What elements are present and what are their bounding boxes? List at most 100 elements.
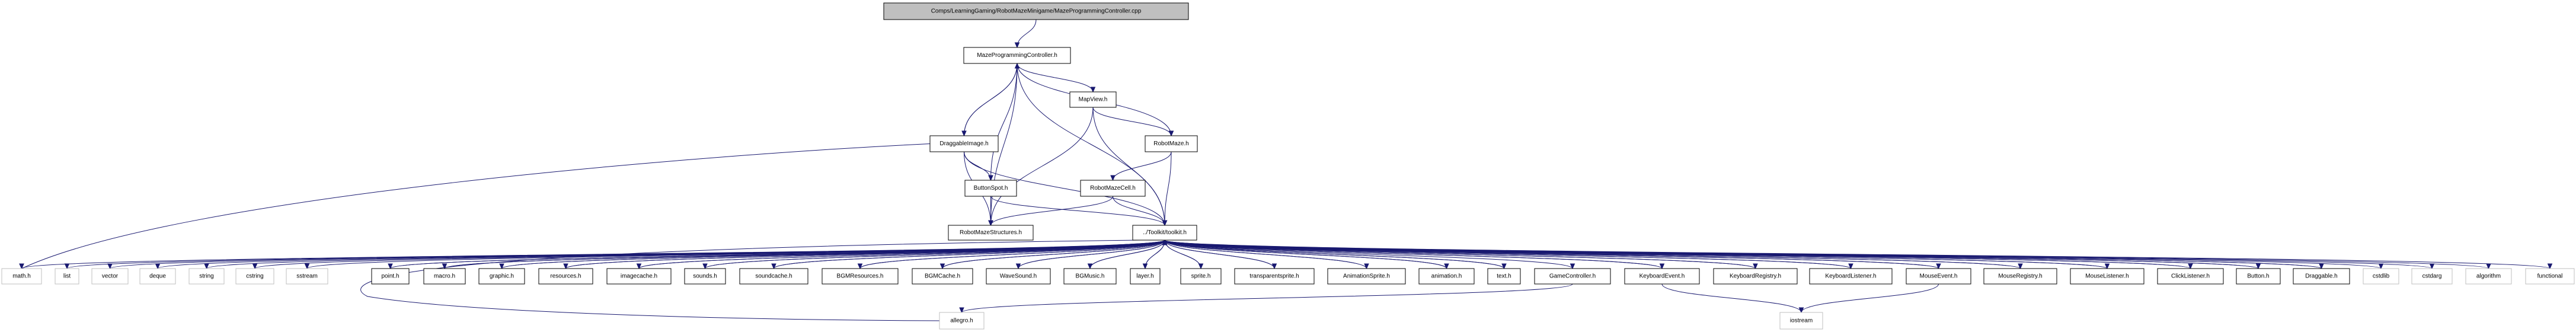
node-bgmcache[interactable]: BGMCache.h bbox=[912, 268, 973, 285]
node-box[interactable] bbox=[1713, 268, 1798, 285]
node-rmcell[interactable]: RobotMazeCell.h bbox=[1080, 180, 1146, 197]
node-cstdarg[interactable]: cstdarg bbox=[2411, 268, 2453, 285]
node-mouselist[interactable]: MouseListener.h bbox=[2070, 268, 2144, 285]
node-box[interactable] bbox=[55, 268, 79, 285]
node-wavesound[interactable]: WaveSound.h bbox=[986, 268, 1051, 285]
node-box[interactable] bbox=[2363, 268, 2399, 285]
node-robotmaze[interactable]: RobotMaze.h bbox=[1145, 135, 1198, 152]
node-macro[interactable]: macro.h bbox=[423, 268, 466, 285]
node-draggable[interactable]: Draggable.h bbox=[2293, 268, 2350, 285]
node-box[interactable] bbox=[91, 268, 129, 285]
node-box[interactable] bbox=[939, 312, 985, 330]
node-bgmres[interactable]: BGMResources.h bbox=[822, 268, 899, 285]
node-box[interactable] bbox=[1418, 268, 1475, 285]
node-box[interactable] bbox=[1069, 91, 1117, 108]
node-layer[interactable]: layer.h bbox=[1130, 268, 1161, 285]
node-box[interactable] bbox=[1624, 268, 1700, 285]
node-allegro[interactable]: allegro.h bbox=[939, 312, 985, 330]
node-box[interactable] bbox=[1130, 268, 1161, 285]
node-box[interactable] bbox=[684, 268, 726, 285]
node-cstring[interactable]: cstring bbox=[235, 268, 274, 285]
node-box[interactable] bbox=[606, 268, 672, 285]
node-box[interactable] bbox=[478, 268, 525, 285]
node-box[interactable] bbox=[1, 268, 42, 285]
node-box[interactable] bbox=[139, 268, 176, 285]
node-box[interactable] bbox=[2465, 268, 2512, 285]
node-mouseevent[interactable]: MouseEvent.h bbox=[1906, 268, 1971, 285]
node-sstream[interactable]: sstream bbox=[286, 268, 328, 285]
node-box[interactable] bbox=[929, 135, 999, 152]
node-box[interactable] bbox=[2293, 268, 2350, 285]
node-box[interactable] bbox=[538, 268, 593, 285]
node-box[interactable] bbox=[822, 268, 899, 285]
node-iostream[interactable]: iostream bbox=[1779, 312, 1823, 330]
node-point[interactable]: point.h bbox=[371, 268, 410, 285]
edge-mpc-to-rmstruct bbox=[990, 63, 1018, 226]
node-box[interactable] bbox=[1234, 268, 1315, 285]
node-functional[interactable]: functional bbox=[2525, 268, 2575, 285]
node-graphic[interactable]: graphic.h bbox=[478, 268, 525, 285]
node-animsprite[interactable]: AnimationSprite.h bbox=[1327, 268, 1406, 285]
node-box[interactable] bbox=[986, 268, 1051, 285]
node-clicklist[interactable]: ClickListener.h bbox=[2157, 268, 2224, 285]
node-text[interactable]: text.h bbox=[1487, 268, 1521, 285]
node-kbreg[interactable]: KeyboardRegistry.h bbox=[1713, 268, 1798, 285]
node-rmstruct[interactable]: RobotMazeStructures.h bbox=[948, 225, 1034, 241]
node-box[interactable] bbox=[286, 268, 328, 285]
node-box[interactable] bbox=[2525, 268, 2575, 285]
node-box[interactable] bbox=[1809, 268, 1893, 285]
node-math[interactable]: math.h bbox=[1, 268, 42, 285]
node-box[interactable] bbox=[371, 268, 410, 285]
node-sounds[interactable]: sounds.h bbox=[684, 268, 726, 285]
node-box[interactable] bbox=[963, 47, 1071, 64]
node-imagecache[interactable]: imagecache.h bbox=[606, 268, 672, 285]
node-box[interactable] bbox=[188, 268, 225, 285]
node-string[interactable]: string bbox=[188, 268, 225, 285]
node-box[interactable] bbox=[1906, 268, 1971, 285]
node-label: animation.h bbox=[1431, 273, 1462, 280]
node-box[interactable] bbox=[1487, 268, 1521, 285]
node-box[interactable] bbox=[2236, 268, 2281, 285]
node-root[interactable]: Comps/LearningGaming/RobotMazeMinigame/M… bbox=[883, 2, 1189, 20]
node-box[interactable] bbox=[1534, 268, 1611, 285]
node-box[interactable] bbox=[1983, 268, 2057, 285]
node-box[interactable] bbox=[423, 268, 466, 285]
node-tsprite[interactable]: transparentsprite.h bbox=[1234, 268, 1315, 285]
node-kbevent[interactable]: KeyboardEvent.h bbox=[1624, 268, 1700, 285]
node-cstdlib[interactable]: cstdlib bbox=[2363, 268, 2399, 285]
node-box[interactable] bbox=[912, 268, 973, 285]
node-box[interactable] bbox=[948, 225, 1034, 241]
node-box[interactable] bbox=[2157, 268, 2224, 285]
node-dragimg[interactable]: DraggableImage.h bbox=[929, 135, 999, 152]
node-soundcache[interactable]: soundcache.h bbox=[739, 268, 808, 285]
node-box[interactable] bbox=[1132, 225, 1197, 241]
node-mpc[interactable]: MazeProgrammingController.h bbox=[963, 47, 1071, 64]
node-kblist[interactable]: KeyboardListener.h bbox=[1809, 268, 1893, 285]
node-mousereg[interactable]: MouseRegistry.h bbox=[1983, 268, 2057, 285]
node-box[interactable] bbox=[883, 2, 1189, 20]
node-box[interactable] bbox=[1080, 180, 1146, 197]
node-sprite[interactable]: sprite.h bbox=[1180, 268, 1222, 285]
node-box[interactable] bbox=[964, 180, 1017, 197]
node-algorithm[interactable]: algorithm bbox=[2465, 268, 2512, 285]
node-animation[interactable]: animation.h bbox=[1418, 268, 1475, 285]
node-resources[interactable]: resources.h bbox=[538, 268, 593, 285]
node-box[interactable] bbox=[739, 268, 808, 285]
node-deque[interactable]: deque bbox=[139, 268, 176, 285]
node-toolkit[interactable]: ../Toolkit/toolkit.h bbox=[1132, 225, 1197, 241]
node-button[interactable]: Button.h bbox=[2236, 268, 2281, 285]
node-box[interactable] bbox=[1180, 268, 1222, 285]
node-box[interactable] bbox=[1327, 268, 1406, 285]
node-box[interactable] bbox=[2411, 268, 2453, 285]
node-box[interactable] bbox=[235, 268, 274, 285]
node-mapview[interactable]: MapView.h bbox=[1069, 91, 1117, 108]
node-gamectrl[interactable]: GameController.h bbox=[1534, 268, 1611, 285]
node-box[interactable] bbox=[1779, 312, 1823, 330]
node-vector[interactable]: vector bbox=[91, 268, 129, 285]
node-buttonspot[interactable]: ButtonSpot.h bbox=[964, 180, 1017, 197]
node-list[interactable]: list bbox=[55, 268, 79, 285]
node-box[interactable] bbox=[1063, 268, 1117, 285]
node-box[interactable] bbox=[2070, 268, 2144, 285]
node-box[interactable] bbox=[1145, 135, 1198, 152]
node-bgmusic[interactable]: BGMusic.h bbox=[1063, 268, 1117, 285]
